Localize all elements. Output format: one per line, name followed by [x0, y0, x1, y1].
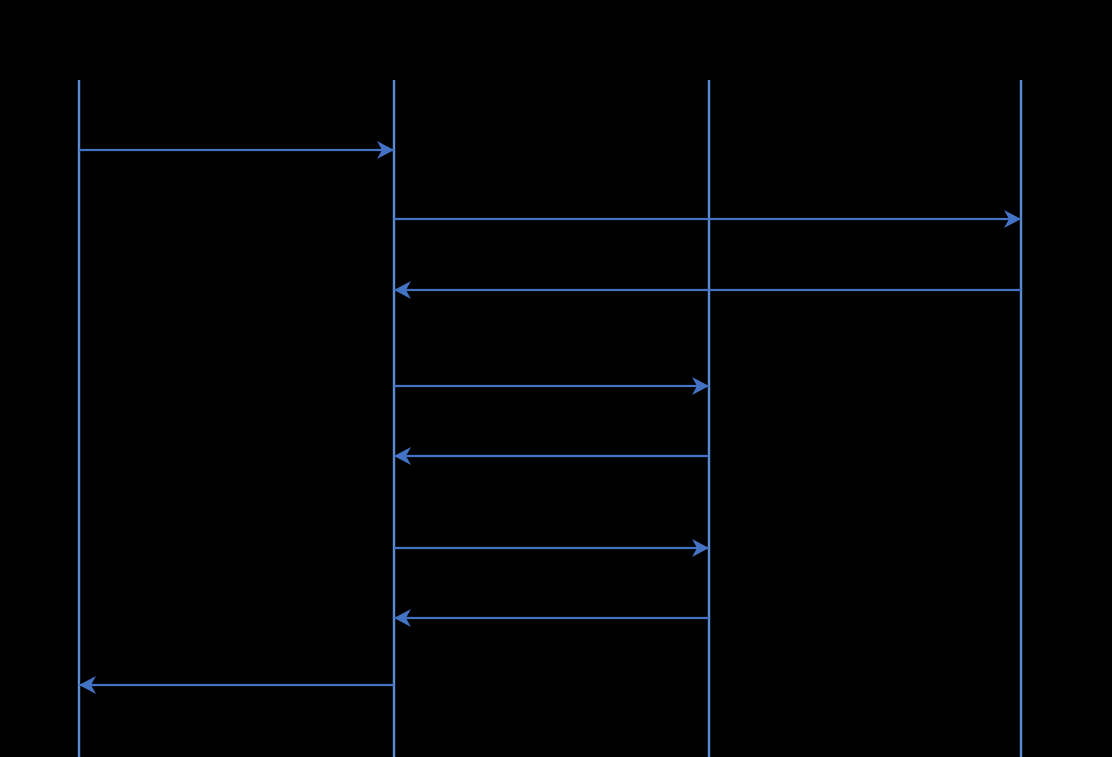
message-m7 [394, 609, 709, 627]
message-m3 [394, 281, 1021, 299]
arrowhead [692, 377, 709, 395]
message-m5 [394, 447, 709, 465]
message-m6 [394, 539, 709, 557]
lifelines-group [77, 80, 1023, 757]
arrowhead [394, 447, 411, 465]
message-m4 [394, 377, 709, 395]
message-m1 [79, 141, 394, 159]
arrowhead [377, 141, 394, 159]
message-m8 [79, 676, 394, 694]
messages-group [79, 141, 1021, 694]
arrowhead [394, 281, 411, 299]
arrowhead [394, 609, 411, 627]
message-m2 [394, 210, 1021, 228]
arrowhead [1004, 210, 1021, 228]
arrowhead [692, 539, 709, 557]
arrowhead [79, 676, 96, 694]
